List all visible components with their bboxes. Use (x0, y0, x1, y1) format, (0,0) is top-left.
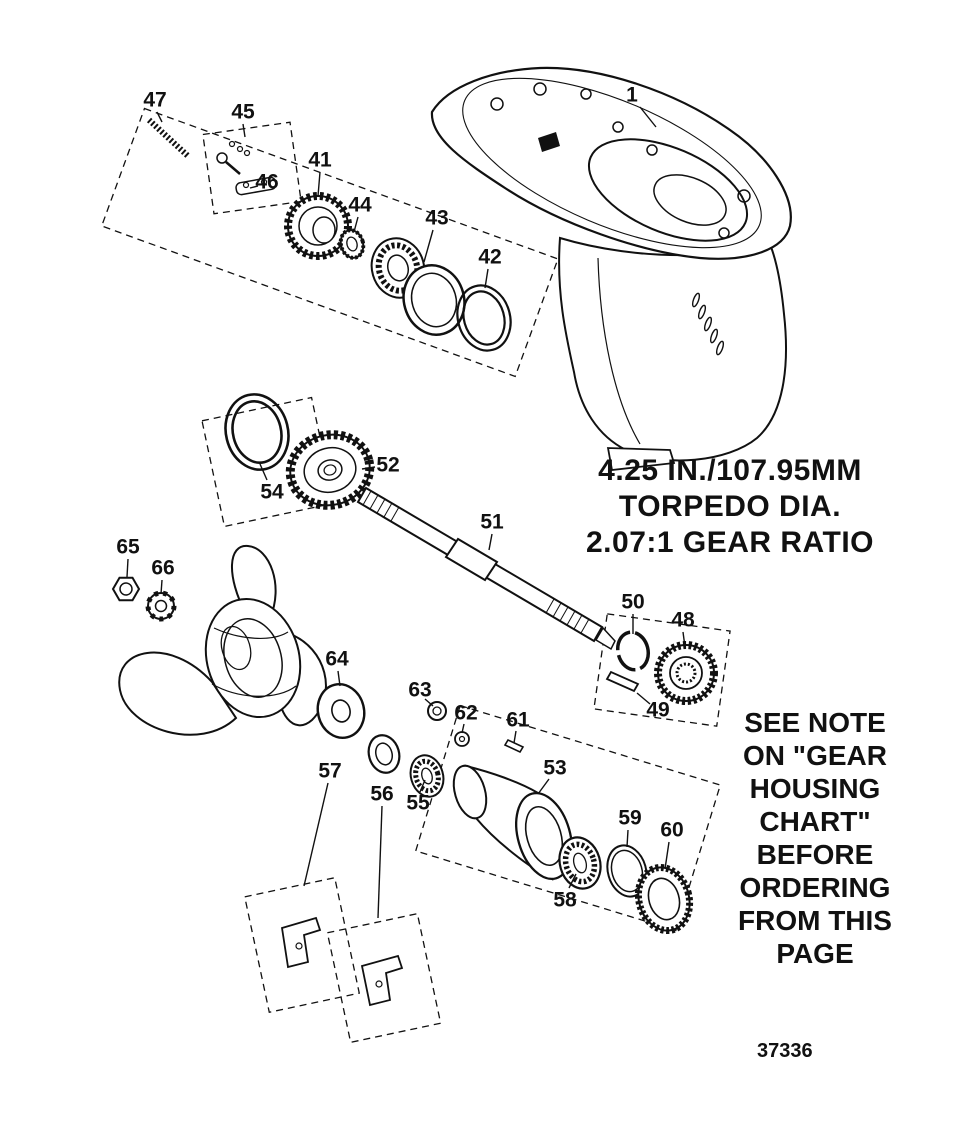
callout-60: 60 (660, 818, 684, 842)
callout-52: 52 (376, 453, 400, 477)
spec-line-2: TORPEDO DIA. (618, 490, 842, 523)
note-line: CHART" (759, 806, 871, 837)
note-line: SEE NOTE (744, 707, 886, 738)
callout-58: 58 (553, 888, 577, 912)
spec-line-3: 2.07:1 GEAR RATIO (585, 526, 874, 559)
callout-65: 65 (116, 535, 140, 559)
callout-56: 56 (370, 782, 394, 806)
note-line: ORDERING (739, 872, 891, 903)
callout-47: 47 (143, 88, 167, 112)
callout-1: 1 (626, 83, 638, 107)
callout-51: 51 (480, 510, 504, 534)
note-line: HOUSING (749, 773, 881, 804)
callout-62: 62 (454, 701, 478, 725)
note-line: BEFORE (756, 839, 874, 870)
callout-59: 59 (618, 806, 642, 830)
callout-63: 63 (408, 678, 432, 702)
note-line: FROM THIS (738, 905, 892, 936)
drawing-number: 37336 (757, 1040, 813, 1062)
callout-45: 45 (231, 100, 255, 124)
callout-66: 66 (151, 556, 175, 580)
note-line: PAGE (776, 938, 854, 969)
callout-42: 42 (478, 245, 502, 269)
callout-48: 48 (671, 608, 695, 632)
callout-64: 64 (325, 647, 349, 671)
callout-53: 53 (543, 756, 567, 780)
callout-43: 43 (425, 206, 449, 230)
callout-57: 57 (318, 759, 342, 783)
callout-46: 46 (255, 170, 279, 194)
callout-55: 55 (406, 791, 430, 815)
callout-49: 49 (646, 698, 670, 722)
spec-text-block: 4.25 IN./107.95MM TORPEDO DIA. 2.07:1 GE… (544, 453, 916, 561)
callout-50: 50 (621, 590, 645, 614)
spec-line-1: 4.25 IN./107.95MM (598, 454, 862, 487)
callout-41: 41 (308, 148, 332, 172)
callout-61: 61 (506, 708, 530, 732)
callout-44: 44 (348, 193, 372, 217)
callout-54: 54 (260, 480, 284, 504)
note-line: ON "GEAR (743, 740, 887, 771)
